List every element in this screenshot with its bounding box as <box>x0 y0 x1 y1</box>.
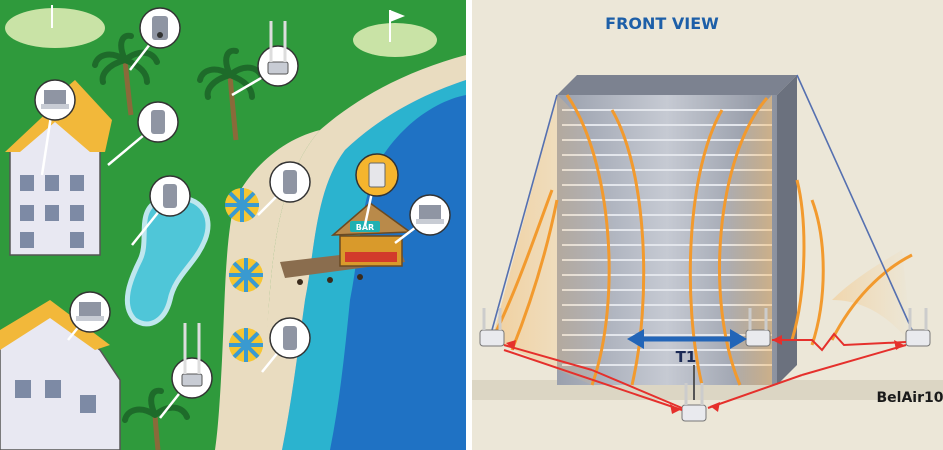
link-arrowheads <box>506 335 904 414</box>
wireless-access-point-icon <box>355 153 399 197</box>
double-arrow-icon <box>627 329 747 349</box>
bar-sign: BAR <box>356 223 374 232</box>
handheld-device-icon <box>269 317 311 359</box>
hotel-building-icon <box>0 300 121 450</box>
wireless-access-point-icon <box>745 308 771 347</box>
handheld-device-icon <box>269 161 311 203</box>
resort-map-panel: BAR <box>0 0 466 450</box>
handheld-device-icon <box>137 101 179 143</box>
laptop-icon <box>409 194 451 236</box>
wireless-access-point-icon <box>171 323 213 399</box>
wireless-access-point-icon <box>681 383 707 422</box>
front-view-panel: FRONT VIEW <box>472 0 943 450</box>
golf-green-left <box>5 8 105 48</box>
swimming-pool <box>124 195 211 327</box>
handheld-device-icon <box>149 175 191 217</box>
brand-label: BelAir10 <box>877 390 943 406</box>
golf-flag-icon <box>389 10 405 42</box>
palm-tree-icon <box>92 32 160 116</box>
beach-bar-icon: BAR <box>330 202 413 267</box>
shallow-water <box>282 80 466 450</box>
beach-umbrella-icon <box>225 188 259 222</box>
mounting-lines <box>491 74 913 331</box>
resort-map: BAR <box>0 0 466 450</box>
beach-umbrella-icon <box>229 328 263 362</box>
diagram-title: FRONT VIEW <box>605 14 719 33</box>
wireless-access-point-icon <box>257 21 299 87</box>
laptop-icon <box>69 291 111 333</box>
wireless-access-point-icon <box>479 308 505 347</box>
front-view-diagram: FRONT VIEW <box>472 14 943 422</box>
signal-coverage <box>490 94 913 386</box>
laptop-icon <box>34 79 76 121</box>
golf-green-right <box>353 23 437 57</box>
handheld-device-icon <box>139 7 181 49</box>
beach-umbrella-icon <box>229 258 263 292</box>
palm-tree-icon <box>197 47 265 141</box>
wireless-links <box>503 332 907 411</box>
wireless-access-point-icon <box>905 308 931 347</box>
t1-label: T1 <box>676 348 697 366</box>
palm-tree-icon <box>122 387 190 450</box>
beach-sand <box>255 55 466 450</box>
